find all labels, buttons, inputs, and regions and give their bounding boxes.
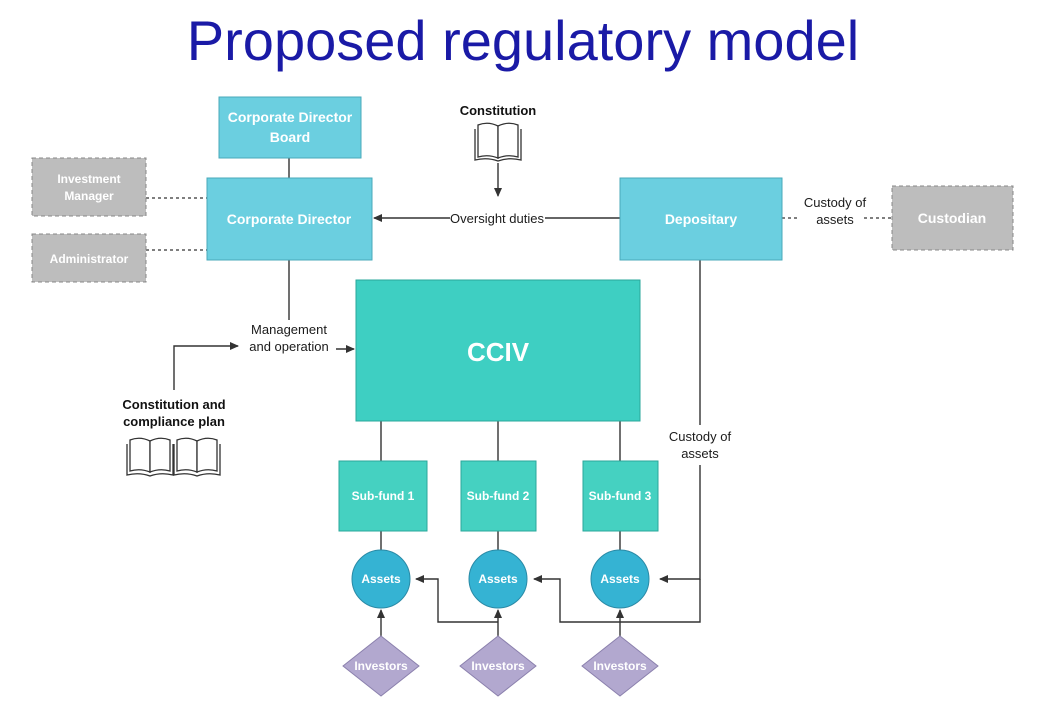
book-icon (126, 437, 174, 477)
subfund-2-box: Sub-fund 2 (460, 460, 537, 532)
connectors (173, 158, 701, 636)
cross-arrow-1 (415, 575, 498, 623)
book-icon (173, 437, 221, 477)
cciv-label: CCIV (467, 337, 530, 367)
subfund-1-label: Sub-fund 1 (352, 489, 415, 503)
constitution-label: Constitution (460, 103, 537, 118)
investors-2-diamond: Investors (459, 635, 537, 697)
page-title: Proposed regulatory model (186, 9, 860, 72)
cciv-box: CCIV (355, 279, 641, 422)
board-label-1: Corporate Director (228, 109, 353, 125)
depositary-box: Depositary (619, 177, 783, 261)
custody-arrow (659, 465, 701, 583)
cross-line-3 (620, 579, 701, 623)
depositary-label: Depositary (665, 211, 738, 227)
investment-manager-label-2: Manager (64, 189, 114, 203)
constitution-plan-label-1: Constitution and (122, 397, 225, 412)
custody-top-label-2: assets (816, 212, 854, 227)
custody-top-label-1: Custody of (804, 195, 867, 210)
investors-1-label: Investors (354, 659, 408, 673)
dotted-connectors (146, 197, 892, 251)
investors-2-label: Investors (471, 659, 525, 673)
custodian-box: Custodian (891, 185, 1014, 251)
administrator-box: Administrator (31, 233, 147, 283)
subfund-3-box: Sub-fund 3 (582, 460, 659, 532)
assets-2-circle: Assets (468, 549, 528, 609)
corporate-director-box: Corporate Director (206, 177, 373, 261)
constitution-plan-label-2: compliance plan (123, 414, 225, 429)
custody-right-label-1: Custody of (669, 429, 732, 444)
assets-1-circle: Assets (351, 549, 411, 609)
investors-3-diamond: Investors (581, 635, 659, 697)
assets-1-label: Assets (361, 572, 401, 586)
custody-right-label-2: assets (681, 446, 719, 461)
investors-1-diamond: Investors (342, 635, 420, 697)
investment-manager-label-1: Investment (57, 172, 120, 186)
management-label-2: and operation (249, 339, 329, 354)
subfund-2-label: Sub-fund 2 (467, 489, 530, 503)
corporate-director-label: Corporate Director (227, 211, 352, 227)
administrator-label: Administrator (50, 252, 129, 266)
subfund-3-label: Sub-fund 3 (589, 489, 652, 503)
subfund-1-box: Sub-fund 1 (338, 460, 428, 532)
investment-manager-box: Investment Manager (31, 157, 147, 217)
assets-2-label: Assets (478, 572, 518, 586)
investors-3-label: Investors (593, 659, 647, 673)
book-icon (474, 122, 522, 162)
oversight-label: Oversight duties (450, 211, 544, 226)
management-label-1: Management (251, 322, 327, 337)
plan-arrow (173, 342, 239, 390)
cross-arrow-2 (533, 575, 620, 623)
board-label-2: Board (270, 129, 310, 145)
assets-3-label: Assets (600, 572, 640, 586)
custodian-label: Custodian (918, 210, 986, 226)
assets-3-circle: Assets (590, 549, 650, 609)
corporate-director-board-box: Corporate Director Board (218, 96, 362, 159)
